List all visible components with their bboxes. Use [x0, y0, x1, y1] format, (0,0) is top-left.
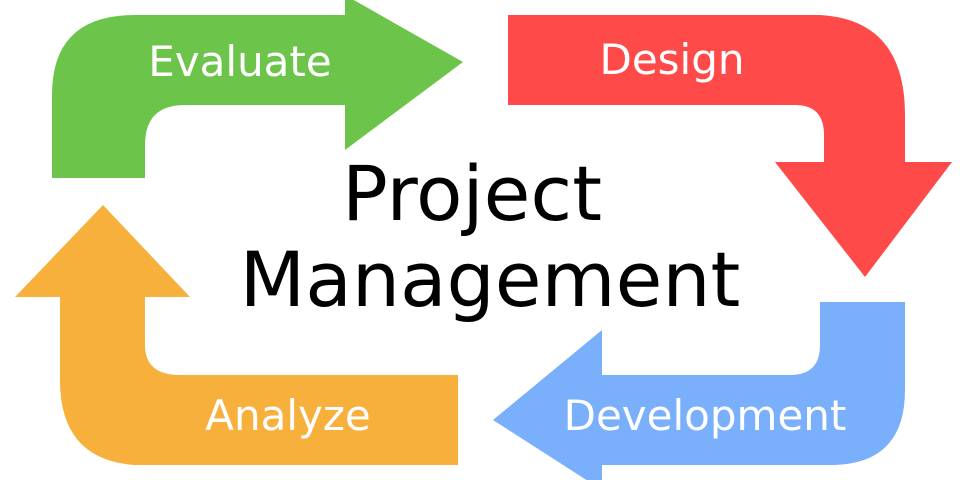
title-line-2: Management [240, 235, 741, 324]
evaluate-arrow [52, 0, 463, 178]
analyze-arrow [15, 205, 458, 465]
title-line-1: Project [342, 149, 602, 238]
evaluate-label: Evaluate [148, 37, 331, 86]
development-arrow [493, 302, 905, 480]
design-arrow [508, 15, 952, 277]
design-label: Design [599, 35, 744, 84]
analyze-label: Analyze [205, 391, 371, 440]
development-label: Development [564, 391, 847, 440]
